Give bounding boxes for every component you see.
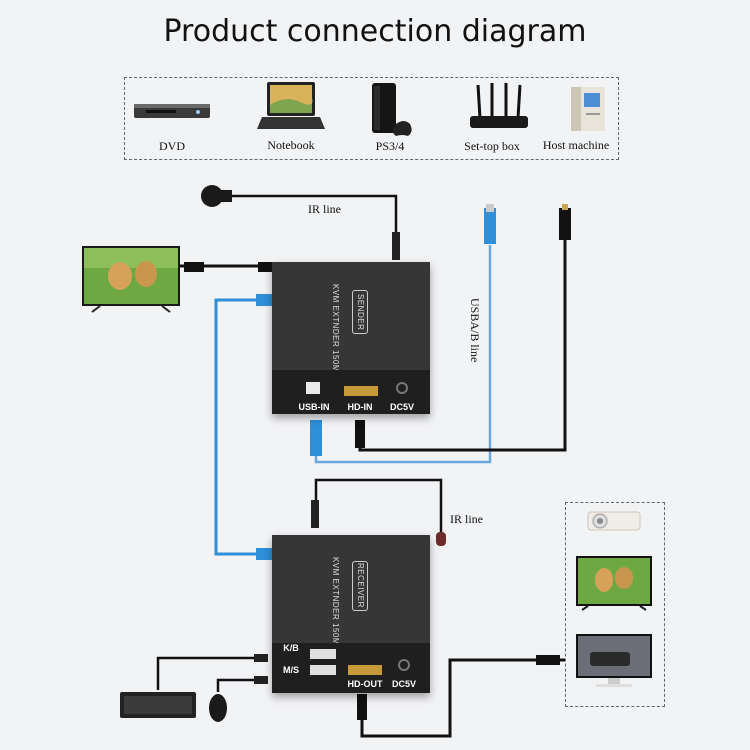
port-label-dc5v-receiver: DC5V	[391, 679, 416, 689]
usb-a-port-2	[310, 665, 336, 675]
usb-b-port	[306, 382, 320, 394]
sender-top-text: KVM EXTNDER 150M	[331, 284, 340, 373]
usb-label-kb: K/B	[283, 643, 299, 653]
port-label-hd-out: HD-OUT	[347, 679, 383, 689]
receiver-top-text: KVM EXTNDER 150M	[331, 557, 340, 646]
source-label-host: Host machine	[542, 138, 610, 152]
source-label-dvd: DVD	[159, 139, 185, 153]
receiver-badge: RECEIVER	[356, 563, 365, 608]
usb-a-port-1	[310, 649, 336, 659]
mouse-cable	[216, 678, 262, 692]
display-devices-group	[565, 502, 665, 707]
network-cable	[214, 298, 262, 556]
ir-line-label-top: IR line	[308, 202, 341, 216]
page-title: Product connection diagram	[163, 14, 587, 49]
source-label-notebook: Notebook	[267, 138, 315, 152]
sender-device: KVM EXTNDER 150M SENDER USB-IN HD-IN DC5…	[272, 262, 430, 414]
source-devices-group	[124, 77, 619, 160]
hdmi-out-port	[348, 665, 382, 675]
usb-line-label: USBA/B line	[468, 298, 482, 363]
usb-label-ms: M/S	[282, 665, 299, 675]
source-label-ps: PS3/4	[375, 139, 405, 153]
ir-cable-bottom	[314, 478, 443, 532]
port-label-usb-in: USB-IN	[298, 402, 330, 412]
hdmi-in-port	[344, 386, 378, 396]
sender-badge: SENDER	[356, 294, 365, 331]
port-label-dc5v: DC5V	[389, 402, 414, 412]
dc-port-receiver	[398, 659, 410, 671]
source-label-settop: Set-top box	[464, 139, 520, 153]
keyboard-cable	[156, 656, 262, 690]
port-label-hd-in: HD-IN	[347, 402, 373, 412]
receiver-device: KVM EXTNDER 150M RECEIVER K/B M/S HD-OUT…	[272, 535, 430, 693]
dc-port	[396, 382, 408, 394]
ir-line-label-bottom: IR line	[450, 512, 483, 526]
